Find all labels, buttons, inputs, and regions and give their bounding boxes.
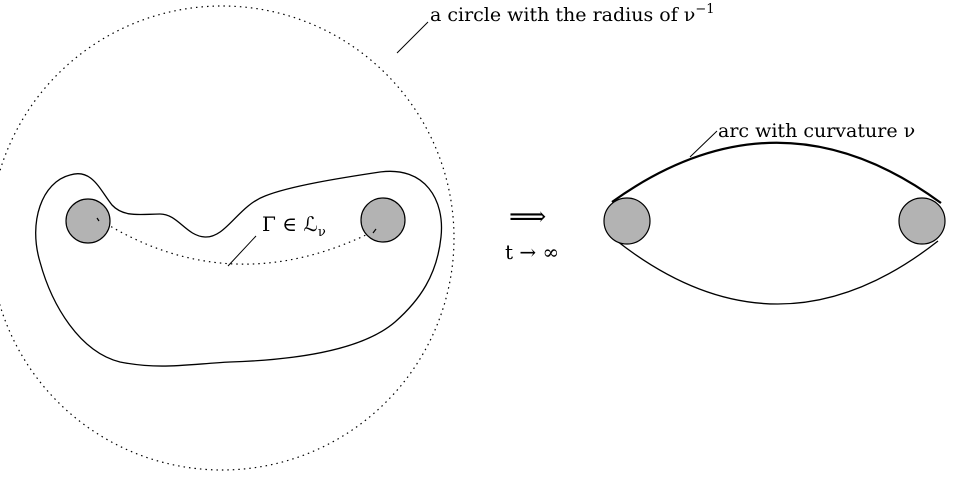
left-disk-a bbox=[65, 198, 111, 244]
dotted-inner-arc bbox=[96, 217, 381, 265]
gamma-membership-label: Γ ∈ ℒν bbox=[262, 212, 326, 240]
circle-label-leader bbox=[396, 21, 429, 54]
implies-arrow: ⟹ bbox=[509, 202, 546, 232]
upper-arc-curvature-nu bbox=[611, 141, 942, 204]
arc-curvature-label: arc with curvature ν bbox=[718, 120, 915, 142]
disk-a-mark bbox=[96, 217, 100, 222]
right-disk-a bbox=[603, 197, 651, 245]
left-disk-b bbox=[360, 197, 406, 243]
arc-label-leader bbox=[689, 130, 718, 158]
lower-arc bbox=[616, 240, 939, 305]
dotted-radius-circle bbox=[0, 5, 455, 471]
circle-radius-label: a circle with the radius of ν−1 bbox=[430, 2, 715, 26]
gamma-curve bbox=[35, 170, 443, 367]
right-disk-b bbox=[898, 197, 946, 245]
gamma-label-leader bbox=[227, 235, 257, 267]
time-limit-label: t → ∞ bbox=[505, 240, 559, 264]
disk-b-mark bbox=[372, 228, 377, 234]
